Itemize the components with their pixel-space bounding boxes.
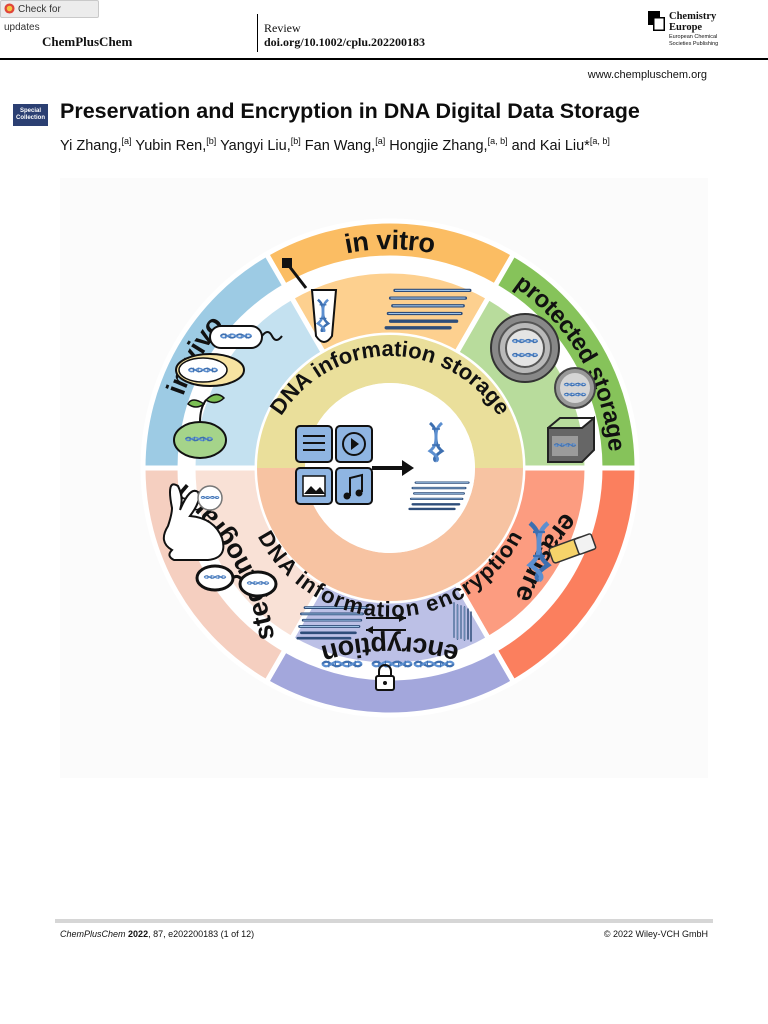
protected-storage-illustrations: [490, 313, 596, 463]
author-affiliation: [a, b]: [589, 136, 610, 146]
author-affiliation: [a, b]: [487, 136, 508, 146]
in-vitro-label: in vitro: [342, 225, 437, 259]
author-list: Yi Zhang,[a] Yubin Ren,[b] Yangyi Liu,[b…: [60, 136, 610, 154]
encryption-illustrations: [296, 603, 471, 691]
centre-media-icons: [295, 425, 373, 505]
author-name: Yangyi Liu,: [220, 137, 291, 154]
header-divider: [257, 14, 258, 52]
footer-rule: [55, 919, 713, 923]
glasses-icon: [195, 564, 278, 598]
erasure-illustrations: [530, 523, 597, 580]
storage-ring: [257, 335, 523, 468]
article-type: Review: [264, 21, 301, 35]
music-icon: [335, 467, 373, 505]
author-affiliation: [a]: [121, 136, 132, 146]
journal-site-link[interactable]: www.chempluschem.org: [587, 69, 707, 81]
check-for-updates-button[interactable]: Check for updates: [0, 0, 99, 33]
journal-name: ChemPlusChem: [42, 34, 133, 49]
author-affiliation: [b]: [206, 136, 217, 146]
chemistry-europe-logo-icon: [648, 11, 665, 31]
author-name: and Kai Liu*: [511, 137, 590, 154]
header-rule: [0, 58, 768, 60]
author-name: Fan Wang,: [304, 137, 376, 154]
author-name: Hongjie Zhang,: [389, 137, 488, 154]
author-affiliation: [a]: [375, 136, 386, 146]
footer-copyright: © 2022 Wiley-VCH GmbH: [603, 929, 708, 939]
doi-link[interactable]: doi.org/10.1002/cplu.202200183: [264, 35, 426, 49]
article-title: Preservation and Encryption in DNA Digit…: [60, 99, 640, 123]
check-updates-label: Check for updates: [4, 4, 61, 33]
rabbit-icon: [162, 483, 225, 561]
in-vivo-illustrations: [173, 325, 283, 459]
steganograph-illustrations: [162, 483, 278, 598]
protected-storage-outer-segment: [491, 250, 640, 471]
erasure-outer-segment: [491, 465, 640, 686]
encryption-ring: [257, 468, 523, 601]
in-vitro-illustrations: [282, 258, 472, 343]
author-name: Yi Zhang,: [60, 137, 122, 154]
check-updates-icon: [4, 3, 15, 14]
footer-citation: ChemPlusChem 2022, 87, e202200183 (1 of …: [60, 929, 255, 939]
author-affiliation: [b]: [290, 136, 301, 146]
lock-icon: [375, 664, 395, 691]
author-name: Yubin Ren,: [135, 137, 207, 154]
